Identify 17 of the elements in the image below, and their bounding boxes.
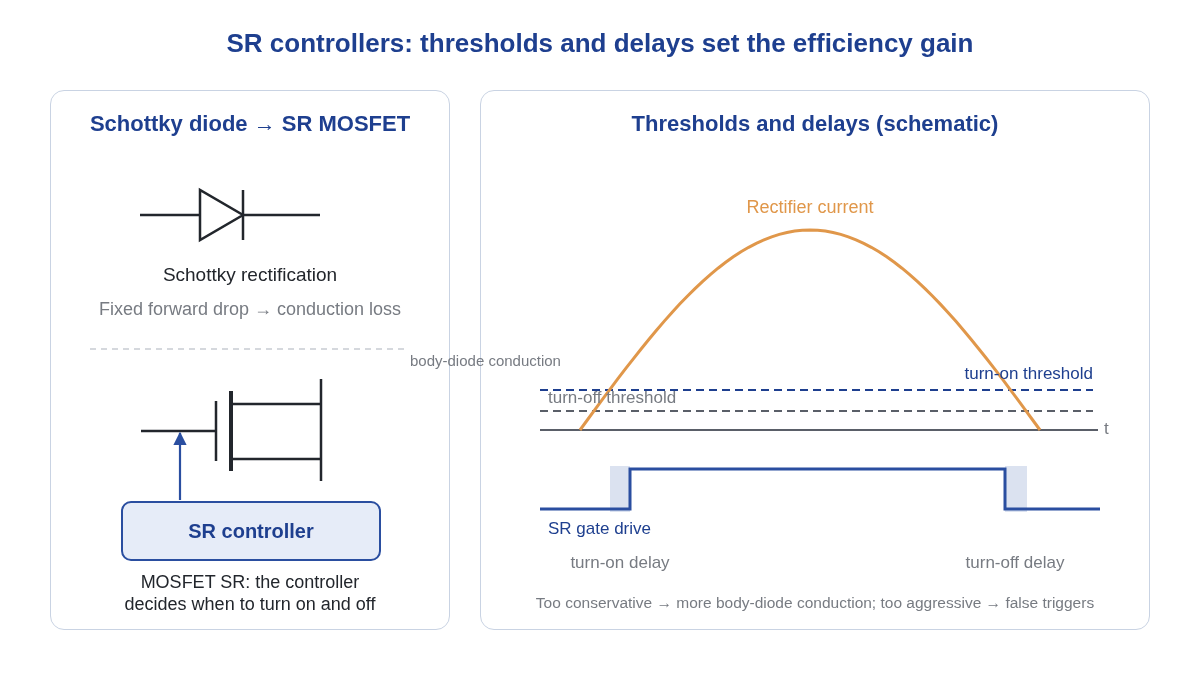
panel-title: Thresholds and delays (schematic) bbox=[630, 111, 1000, 137]
mosfet-symbol bbox=[141, 379, 323, 481]
arrow bbox=[173, 431, 187, 500]
caption-text: Fixed forward drop → conduction loss bbox=[98, 299, 402, 321]
caption-text: MOSFET SR: the controller decides when to turn on and off bbox=[123, 572, 377, 616]
delay-label: turn-off delay bbox=[965, 553, 1065, 574]
annotation-text: body-diode conduction bbox=[410, 352, 561, 370]
curve-label: Rectifier current bbox=[746, 197, 874, 219]
panel-title: Schottky diode → SR MOSFET bbox=[88, 111, 412, 137]
axis-label: t bbox=[1104, 419, 1109, 440]
controller-box: SR controller bbox=[121, 501, 381, 561]
note-text: Too conservative → more body-diode conduction; too aggressive → false triggers bbox=[535, 594, 1095, 613]
diagram-title: SR controllers: thresholds and delays set the efficiency gain bbox=[225, 28, 975, 60]
signal-label: SR gate drive bbox=[548, 519, 651, 540]
caption-text: Schottky rectification bbox=[162, 264, 338, 287]
delay-label: turn-on delay bbox=[570, 553, 670, 574]
threshold-label: turn-off threshold bbox=[548, 388, 677, 409]
